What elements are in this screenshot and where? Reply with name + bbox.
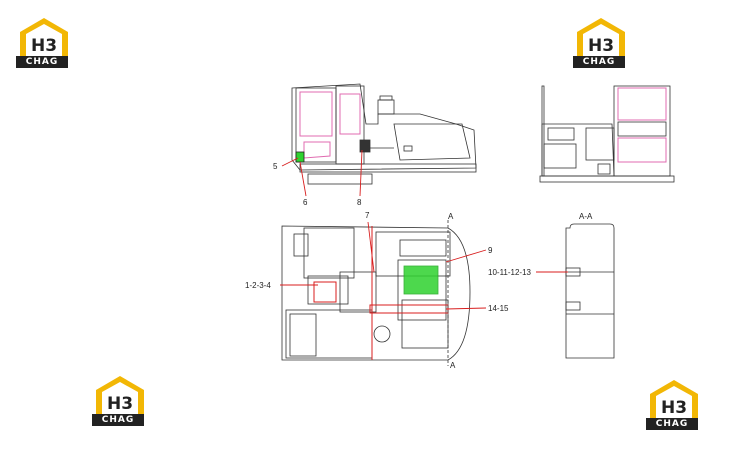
top-view	[281, 220, 471, 366]
h3-logo-icon: H3	[573, 18, 625, 68]
rear-view	[539, 85, 675, 183]
logo-text: CHAG	[655, 419, 689, 429]
svg-text:H3: H3	[31, 36, 57, 56]
logo-text: CHAG	[25, 57, 59, 67]
callout-9: 9	[488, 246, 493, 255]
logo-text: CHAG	[582, 57, 616, 67]
cab-window-door	[339, 93, 361, 135]
panel-14-15	[369, 304, 449, 314]
bracket-lower	[565, 301, 581, 311]
side-view	[291, 83, 477, 185]
callout-6: 6	[303, 198, 308, 207]
callout-5: 5	[273, 162, 278, 171]
callout-8: 8	[357, 198, 362, 207]
brand-logo-bottom-right: H3 CHAG	[646, 376, 702, 430]
section-marker-a-bottom: A	[450, 361, 456, 370]
svg-text:H3: H3	[661, 398, 687, 418]
cab-window-front	[299, 91, 333, 137]
brand-logo-top-left: H3 CHAG	[16, 14, 72, 68]
rear-cab-window-top	[617, 87, 667, 121]
h3-logo-icon: H3	[646, 380, 698, 430]
h3-logo-icon: H3	[92, 376, 144, 426]
svg-text:H3: H3	[107, 394, 133, 414]
rear-cab-window-bottom	[617, 137, 667, 163]
section-title-a-a: A-A	[579, 212, 593, 221]
leader-lines	[280, 149, 568, 310]
brand-logo-bottom-left: H3 CHAG	[92, 372, 148, 426]
callout-10-11-12-13: 10-11-12-13	[488, 268, 532, 277]
h3-logo-icon: H3	[16, 18, 68, 68]
svg-text:H3: H3	[588, 36, 614, 56]
logo-text: CHAG	[101, 415, 135, 425]
brand-logo-top-right: H3 CHAG	[573, 14, 629, 68]
highlight-green-component	[403, 265, 439, 295]
section-view-a-a	[565, 223, 615, 359]
callout-1-2-3-4: 1-2-3-4	[245, 281, 271, 290]
panel-1-2-3-4	[313, 281, 337, 303]
callout-14-15: 14-15	[488, 304, 509, 313]
section-marker-a-top: A	[448, 212, 454, 221]
callout-7: 7	[365, 211, 370, 220]
